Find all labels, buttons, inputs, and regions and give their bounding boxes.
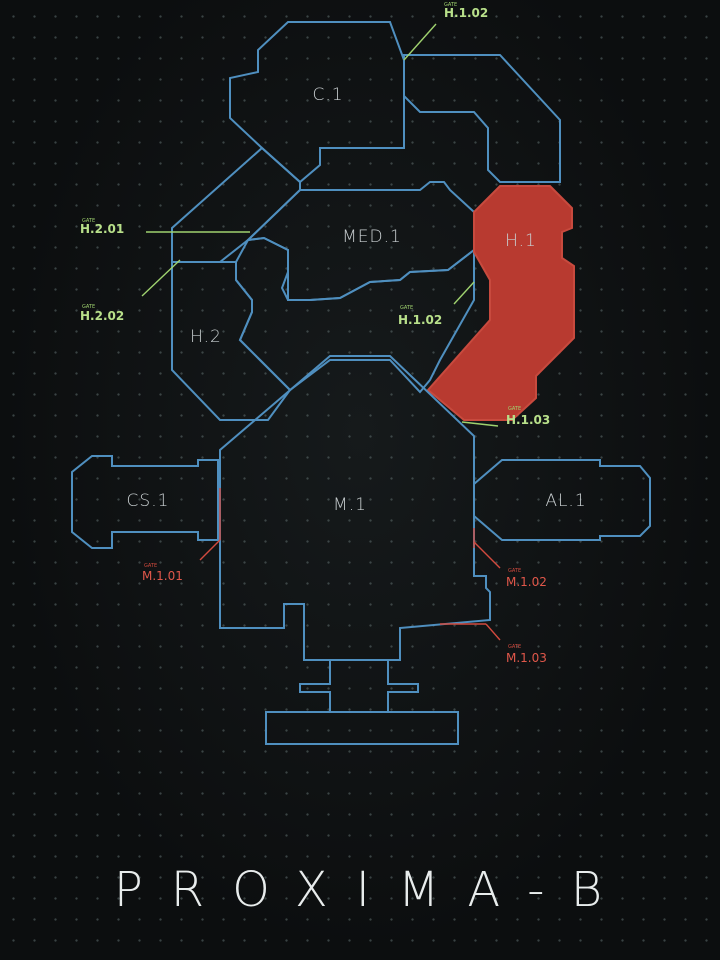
room-label-h2: H.2 <box>190 327 222 347</box>
gate-tag-h102-top: GATE <box>444 2 457 8</box>
gate-tag-m102: GATE <box>508 568 521 574</box>
room-label-cs1: CS.1 <box>127 491 170 511</box>
room-label-m1: M.1 <box>333 495 367 515</box>
dock-platform <box>265 711 459 745</box>
gate-line-m101 <box>199 539 221 561</box>
room-h1[interactable] <box>426 185 575 421</box>
gate-h201[interactable]: H.2.01 <box>80 222 124 236</box>
room-label-h1: H.1 <box>505 231 537 251</box>
corridor-c1-h1 <box>403 54 561 183</box>
gate-m103[interactable]: M.1.03 <box>506 651 547 665</box>
gate-line-h102-mid <box>453 281 475 305</box>
gate-tag-h103: GATE <box>508 406 521 412</box>
room-label-al1: AL.1 <box>545 491 586 511</box>
gate-m102[interactable]: M.1.02 <box>506 575 547 589</box>
dock-stem-right <box>387 660 419 712</box>
room-label-med1: MED.1 <box>342 227 402 247</box>
gate-tag-h202: GATE <box>82 304 95 310</box>
gate-h102-mid[interactable]: H.1.02 <box>398 313 442 327</box>
room-al1[interactable] <box>473 459 651 541</box>
gate-line-h102-top <box>403 23 437 61</box>
gate-line-h202 <box>141 259 181 297</box>
gate-h102-top[interactable]: H.1.02 <box>444 6 488 20</box>
gate-line-m102 <box>473 541 501 569</box>
room-label-c1: C.1 <box>312 85 343 105</box>
room-cs1[interactable] <box>71 455 219 549</box>
gate-h202[interactable]: H.2.02 <box>80 309 124 323</box>
gate-tag-h201: GATE <box>82 218 95 224</box>
gate-m101[interactable]: M.1.01 <box>142 569 183 583</box>
corridor-h2-upper <box>171 146 301 263</box>
gate-tag-m101: GATE <box>144 563 157 569</box>
gate-tag-h102-mid: GATE <box>400 305 413 311</box>
station-title: PROXIMA-B <box>113 862 631 918</box>
hall-central <box>235 236 475 394</box>
gate-line-m103 <box>485 623 501 641</box>
gate-line-h103 <box>461 421 499 427</box>
gate-tag-m103: GATE <box>508 644 521 650</box>
dock-stem <box>299 660 331 712</box>
gate-h103[interactable]: H.1.03 <box>506 413 550 427</box>
